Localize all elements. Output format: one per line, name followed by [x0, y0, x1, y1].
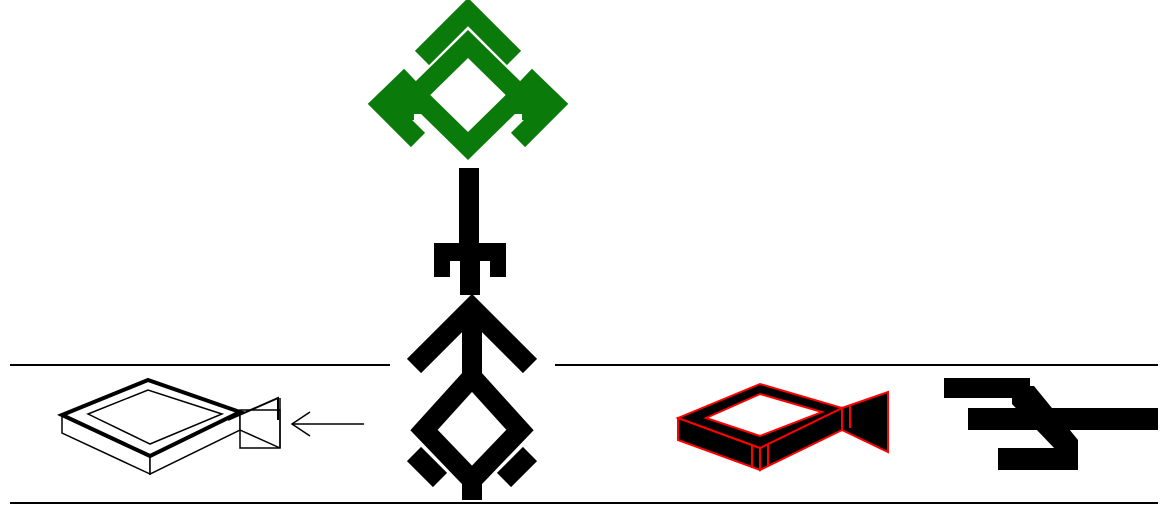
- black-hook-symbol: [944, 378, 1158, 470]
- fish-outline-3d: [62, 380, 280, 474]
- black-trident-stem: [434, 168, 506, 295]
- fish-solid-3d: [678, 384, 888, 470]
- black-diamond-symbol: [414, 308, 530, 500]
- green-tree-symbol: [382, 12, 554, 146]
- pointer-arrow: [292, 412, 364, 436]
